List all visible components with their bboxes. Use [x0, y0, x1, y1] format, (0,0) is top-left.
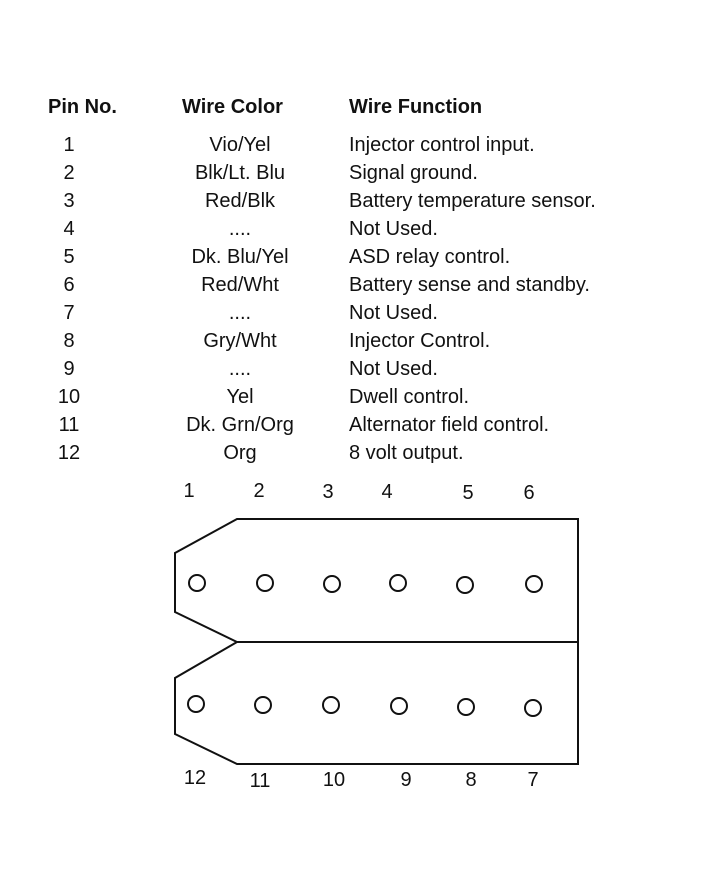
pin-hole-11 — [254, 696, 272, 714]
wire-function: Dwell control. — [349, 386, 470, 408]
wire-color: Yel — [226, 386, 254, 408]
pin-number: 3 — [63, 190, 75, 212]
table-row: 12 Org 8 volt output. — [0, 442, 714, 470]
wire-color: Org — [223, 442, 257, 464]
wire-function: Battery sense and standby. — [349, 274, 590, 296]
pin-number: 10 — [57, 386, 81, 408]
table-row: 2 Blk/Lt. Blu Signal ground. — [0, 162, 714, 190]
pin-label-6: 6 — [523, 482, 535, 504]
pin-hole-6 — [525, 575, 543, 593]
pin-hole-5 — [456, 576, 474, 594]
pin-hole-2 — [256, 574, 274, 592]
pin-label-1: 1 — [183, 480, 195, 502]
header-wire-color: Wire Color — [182, 96, 283, 118]
wire-function: Injector Control. — [349, 330, 491, 352]
pin-label-7: 7 — [527, 769, 539, 791]
wire-color: .... — [228, 302, 252, 324]
wire-color: Blk/Lt. Blu — [194, 162, 286, 184]
table-row: 5 Dk. Blu/Yel ASD relay control. — [0, 246, 714, 274]
wire-function: 8 volt output. — [349, 442, 464, 464]
table-row: 1 Vio/Yel Injector control input. — [0, 134, 714, 162]
pin-hole-12 — [187, 695, 205, 713]
table-row: 6 Red/Wht Battery sense and standby. — [0, 274, 714, 302]
pin-label-11: 11 — [249, 770, 271, 792]
wire-function: Not Used. — [349, 358, 438, 380]
pin-number: 5 — [63, 246, 75, 268]
pin-number: 7 — [63, 302, 75, 324]
table-row: 4 .... Not Used. — [0, 218, 714, 246]
header-pin-no: Pin No. — [48, 96, 117, 118]
connector-top-half — [174, 518, 579, 643]
pin-label-5: 5 — [462, 482, 474, 504]
pin-hole-7 — [524, 699, 542, 717]
pin-hole-10 — [322, 696, 340, 714]
pin-number: 11 — [58, 414, 80, 436]
pin-number: 12 — [57, 442, 81, 464]
wire-color: Dk. Blu/Yel — [191, 246, 289, 268]
pin-label-3: 3 — [322, 481, 334, 503]
pin-hole-4 — [389, 574, 407, 592]
pin-label-9: 9 — [400, 769, 412, 791]
table-row: 3 Red/Blk Battery temperature sensor. — [0, 190, 714, 218]
wire-color: .... — [228, 218, 252, 240]
wire-function: Battery temperature sensor. — [349, 190, 596, 212]
pin-label-4: 4 — [381, 481, 393, 503]
table-row: 8 Gry/Wht Injector Control. — [0, 330, 714, 358]
pin-number: 2 — [63, 162, 75, 184]
wire-color: Red/Blk — [204, 190, 276, 212]
wire-function: Not Used. — [349, 302, 438, 324]
table-row: 9 .... Not Used. — [0, 358, 714, 386]
pin-hole-8 — [457, 698, 475, 716]
wire-function: Signal ground. — [349, 162, 478, 184]
wire-color: .... — [228, 358, 252, 380]
pin-number: 9 — [63, 358, 75, 380]
pin-hole-9 — [390, 697, 408, 715]
pin-label-8: 8 — [465, 769, 477, 791]
wire-function: ASD relay control. — [349, 246, 511, 268]
table-row: 10 Yel Dwell control. — [0, 386, 714, 414]
wire-color: Gry/Wht — [203, 330, 277, 352]
pin-label-2: 2 — [253, 480, 265, 502]
table-row: 7 .... Not Used. — [0, 302, 714, 330]
pin-label-12: 12 — [183, 767, 207, 789]
pin-label-10: 10 — [322, 769, 346, 791]
wire-color: Red/Wht — [201, 274, 279, 296]
pin-hole-1 — [188, 574, 206, 592]
table-row: 11 Dk. Grn/Org Alternator field control. — [0, 414, 714, 442]
pin-number: 1 — [63, 134, 75, 156]
connector-bottom-half — [174, 641, 579, 765]
wire-color: Vio/Yel — [209, 134, 271, 156]
wire-function: Alternator field control. — [349, 414, 550, 436]
pin-number: 4 — [63, 218, 75, 240]
pin-number: 6 — [63, 274, 75, 296]
wire-function: Not Used. — [349, 218, 438, 240]
pin-number: 8 — [63, 330, 75, 352]
header-wire-function: Wire Function — [349, 96, 483, 118]
wire-color: Dk. Grn/Org — [186, 414, 294, 436]
wire-function: Injector control input. — [349, 134, 535, 156]
pin-hole-3 — [323, 575, 341, 593]
